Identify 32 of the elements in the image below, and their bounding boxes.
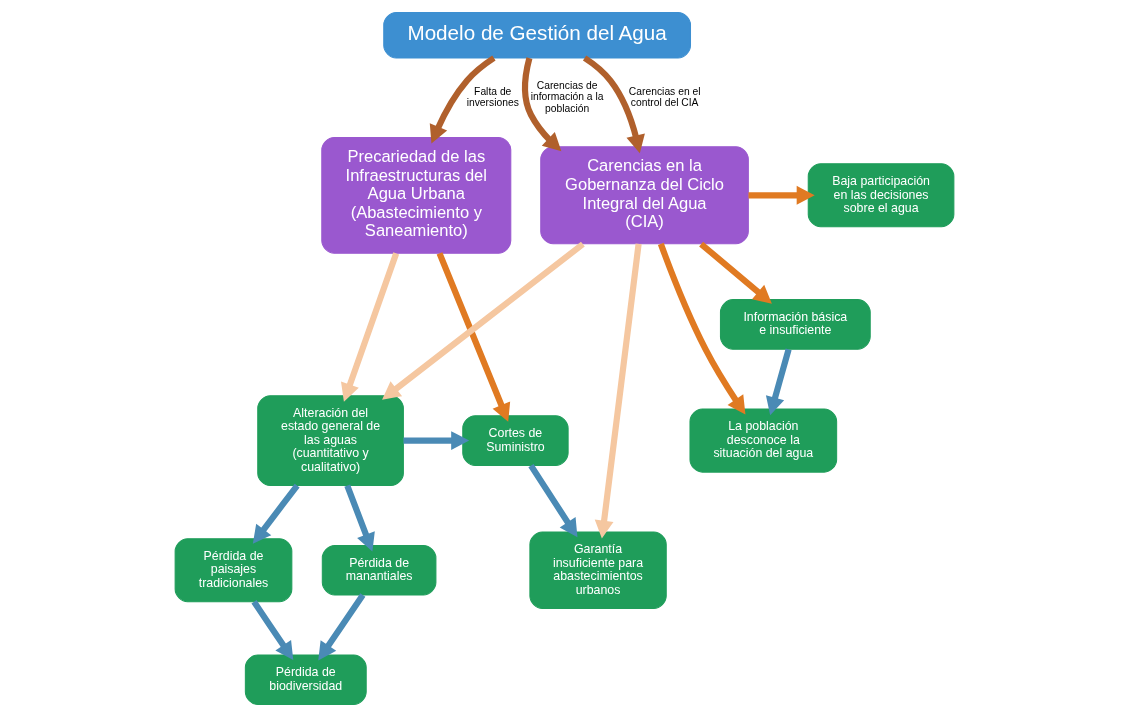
arrow [521, 57, 561, 152]
arrow [252, 483, 300, 544]
node-box: Cortes de Suministro [461, 415, 569, 466]
arrow [527, 463, 577, 538]
arrow [343, 484, 375, 552]
arrow [436, 252, 510, 422]
edge-label: Carencias en el control del CIA [628, 85, 701, 108]
node-box: La población desconoce la situación del agua [688, 408, 837, 473]
edge-label: Carencias de información a la población [530, 79, 603, 114]
node-box: Carencias en la Gobernanza del Ciclo Integral del Agua (CIA) [539, 146, 749, 245]
arrow [594, 243, 642, 539]
arrow [429, 55, 496, 144]
node-box: Alteración del estado general de las aguas (cuantitativo y cualitativo) [256, 395, 404, 487]
node-box: Pérdida de paisajes tradicionales [174, 538, 292, 603]
arrow [381, 241, 585, 400]
node-box: Pérdida de manantiales [321, 544, 436, 596]
node-box: Baja participación en las decisiones sobre el agua [807, 163, 954, 228]
edge-label: Falta de inversiones [466, 85, 519, 108]
arrow [582, 55, 645, 154]
arrow [747, 185, 815, 205]
node-box: Información básica e insuficiente [719, 299, 871, 350]
node-box: Precariedad de las Infraestructuras del Agua Urbana (Abastecimiento y Saneamiento) [320, 136, 511, 254]
arrow [698, 241, 772, 304]
arrow [340, 252, 399, 402]
arrow [657, 242, 745, 415]
node-box: Pérdida de biodiversidad [244, 654, 367, 705]
node-box: Garantía insuficiente para abastecimientos urbanos [528, 531, 667, 609]
arrow [250, 600, 293, 661]
arrow [765, 348, 792, 416]
arrow [403, 431, 469, 451]
node-box: Modelo de Gestión del Agua [382, 12, 691, 59]
arrow [317, 593, 365, 661]
